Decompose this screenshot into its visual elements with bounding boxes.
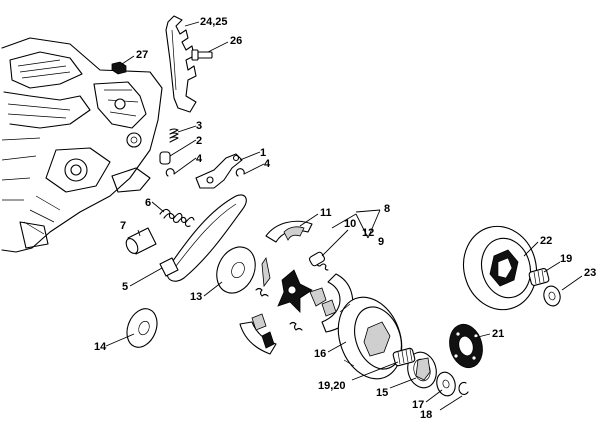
callout-4-right: 4 [264,158,271,170]
part-24-25-bumper-spike [165,15,197,113]
part-7-sleeve [125,227,157,255]
part-16-clutch-drum [337,296,403,380]
part-14-washer [126,308,158,348]
callout-19-20: 19,20 [318,380,346,392]
callout-17: 17 [412,399,424,411]
callout-1: 1 [260,147,266,159]
leader-lines [105,21,583,411]
part-21-rim [449,323,483,369]
callout-14: 14 [94,341,107,353]
callout-15: 15 [376,387,388,399]
callout-27: 27 [136,49,148,61]
part-9-clutch-carrier [255,256,313,313]
engine-housing [1,37,163,253]
callout-6: 6 [145,197,151,209]
part-26-screw [191,49,213,61]
callout-18: 18 [420,409,432,421]
part-13-washer [216,246,256,294]
part-3-spring [169,128,179,143]
callout-12: 12 [362,227,374,239]
callout-13: 13 [190,291,202,303]
part-2-pin [159,151,171,165]
callout-11: 11 [320,207,332,219]
part-27-nut [111,61,127,75]
callout-4-left: 4 [196,153,203,165]
callout-9: 9 [378,236,384,248]
part-lower-clutch-shoe [239,313,303,355]
part-1-brake-lever [195,153,243,189]
callout-26: 26 [230,35,242,47]
callout-22: 22 [540,235,552,247]
callout-19-right: 19 [560,253,572,265]
part-5-brake-band [159,194,247,282]
part-11-clutch-shoe [265,220,313,243]
part-19-needle-cage-right [528,268,550,286]
callout-23: 23 [584,267,596,279]
callout-16: 16 [314,348,326,360]
callout-7: 7 [120,220,126,232]
callout-2: 2 [196,135,202,147]
callout-labels: 24,25 26 27 3 2 4 1 4 6 7 5 13 14 11 10 … [94,16,596,421]
callout-24-25: 24,25 [200,16,228,28]
part-22-sprocket-drum [463,225,537,311]
callout-10: 10 [344,218,356,230]
callout-3: 3 [196,120,202,132]
part-19-20-needle-cage [392,347,416,367]
callout-21: 21 [492,328,504,340]
part-12-spring [308,251,329,271]
callout-8: 8 [384,203,390,215]
part-6-spring [159,208,195,227]
part-4-clip-left [165,168,175,177]
part-4-clip-right [235,168,245,177]
part-23-washer [543,285,561,307]
part-18-e-clip [458,381,469,396]
callout-5: 5 [122,281,128,293]
